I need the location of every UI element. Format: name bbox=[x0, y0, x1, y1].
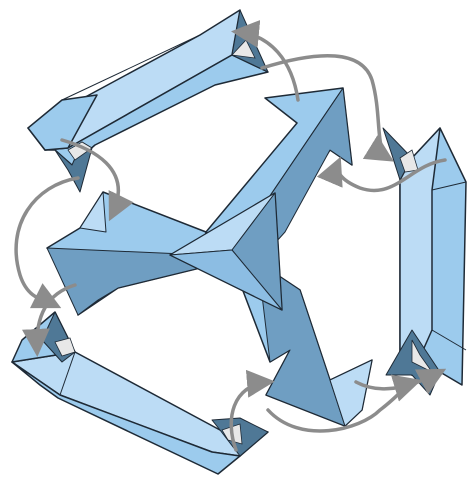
top-left-strip-unit bbox=[28, 10, 268, 192]
center-left-arm-flap bbox=[80, 192, 106, 232]
bottom-left-strip-unit bbox=[12, 312, 268, 474]
